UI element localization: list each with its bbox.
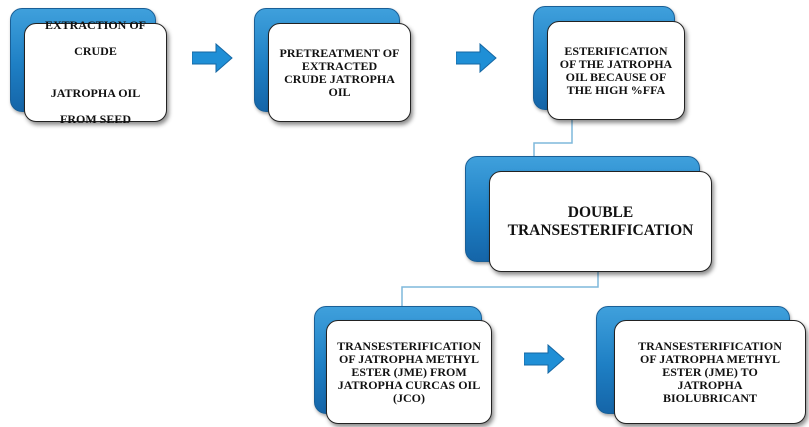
node-trans-jme-box: TRANSESTERIFICATION OF JATROPHA METHYL E… — [326, 320, 492, 424]
node-extraction-line2: CRUDE — [74, 44, 117, 58]
connector-double-transjme — [401, 269, 599, 308]
node-esterification: ESTERIFICATION OF THE JATROPHA OIL BECAU… — [533, 6, 685, 120]
node-trans-bio-box: TRANSESTERIFICATION OF JATROPHA METHYL E… — [614, 320, 806, 424]
node-pretreatment-box: PRETREATMENT OF EXTRACTED CRUDE JATROPHA… — [268, 23, 411, 122]
node-double-box: DOUBLE TRANSESTERIFICATION — [489, 171, 712, 272]
connector-esterification-double — [533, 118, 573, 157]
arrow-1-icon — [192, 43, 233, 73]
node-esterification-label: ESTERIFICATION OF THE JATROPHA OIL BECAU… — [559, 43, 673, 97]
node-trans-jme-label: TRANSESTERIFICATION OF JATROPHA METHYL E… — [337, 338, 481, 405]
node-double-label: DOUBLE TRANSESTERIFICATION — [507, 203, 694, 239]
node-extraction-box: EXTRACTION OF CRUDE JATROPHA OIL FROM SE… — [24, 19, 167, 126]
node-extraction-line3: JATROPHA OIL — [50, 86, 141, 100]
arrow-2-icon — [456, 43, 497, 73]
arrow-3-icon — [524, 344, 565, 374]
node-extraction-label: EXTRACTION OF CRUDE JATROPHA OIL FROM SE… — [45, 6, 146, 139]
node-trans-jme: TRANSESTERIFICATION OF JATROPHA METHYL E… — [314, 306, 492, 424]
node-extraction-line1: EXTRACTION OF — [44, 18, 146, 32]
node-extraction-line4: FROM SEED — [59, 112, 131, 126]
node-pretreatment-label: PRETREATMENT OF EXTRACTED CRUDE JATROPHA… — [279, 45, 400, 99]
node-esterification-box: ESTERIFICATION OF THE JATROPHA OIL BECAU… — [547, 21, 685, 120]
node-extraction: EXTRACTION OF CRUDE JATROPHA OIL FROM SE… — [10, 8, 167, 126]
node-trans-bio-label: TRANSESTERIFICATION OF JATROPHA METHYL E… — [638, 338, 782, 405]
node-pretreatment: PRETREATMENT OF EXTRACTED CRUDE JATROPHA… — [254, 8, 411, 122]
node-double: DOUBLE TRANSESTERIFICATION — [465, 156, 712, 273]
node-trans-bio: TRANSESTERIFICATION OF JATROPHA METHYL E… — [596, 306, 806, 424]
